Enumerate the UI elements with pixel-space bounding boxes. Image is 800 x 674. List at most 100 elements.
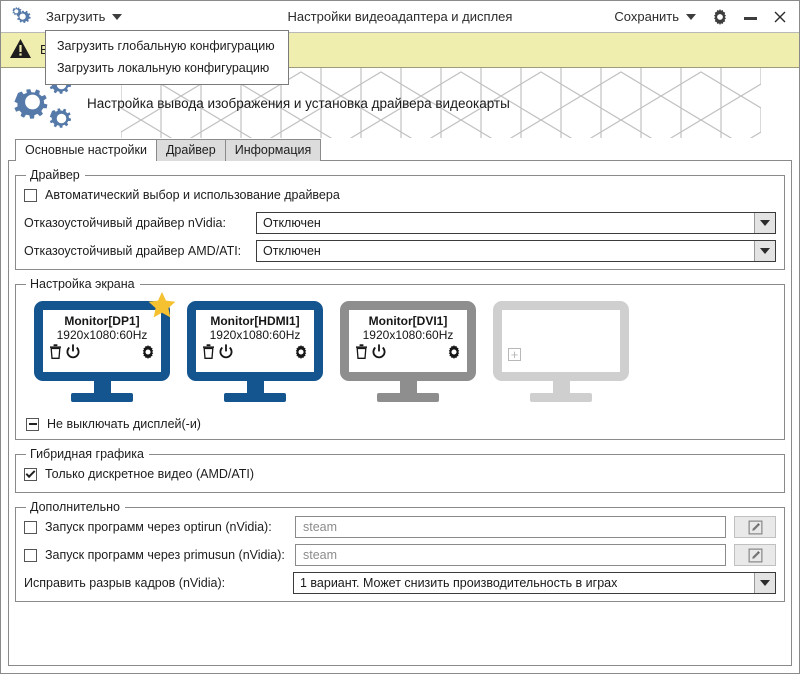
save-menu-button[interactable]: Сохранить — [605, 1, 705, 32]
primary-star-icon — [148, 292, 176, 322]
primusun-edit-button[interactable] — [734, 544, 776, 566]
hero-title: Настройка вывода изображения и установка… — [87, 95, 510, 111]
gear-icon[interactable] — [141, 344, 155, 362]
tab-information-label: Информация — [234, 143, 312, 157]
optirun-input-placeholder: steam — [303, 520, 338, 534]
gear-icon[interactable] — [294, 344, 308, 362]
group-driver: Драйвер Автоматический выбор и использов… — [15, 168, 785, 270]
tab-main-settings[interactable]: Основные настройки — [15, 139, 157, 161]
monitor-actions — [49, 344, 155, 362]
tab-content-main-settings: Драйвер Автоматический выбор и использов… — [8, 160, 792, 666]
chevron-down-icon — [686, 13, 696, 20]
nvidia-fallback-select[interactable]: Отключен — [256, 212, 776, 234]
load-menu-button[interactable]: Загрузить — [37, 1, 131, 32]
minimize-icon — [743, 16, 757, 20]
group-hybrid-graphics: Гибридная графика Только дискретное виде… — [15, 447, 785, 493]
tab-driver-label: Драйвер — [165, 143, 216, 157]
title-bar-right: Сохранить — [605, 1, 799, 32]
primusun-input[interactable]: steam — [295, 544, 726, 566]
tearing-fix-row: Исправить разрыв кадров (nVidia): 1 вари… — [24, 572, 776, 594]
gear-icon — [714, 8, 726, 25]
monitor-resolution: 1920x1080:60Hz — [209, 328, 301, 342]
monitor-screen: Monitor[DVI1] 1920x1080:60Hz — [340, 301, 476, 381]
nvidia-fallback-row: Отказоустойчивый драйвер nVidia: Отключе… — [24, 212, 776, 234]
tearing-fix-label: Исправить разрыв кадров (nVidia): — [24, 576, 226, 590]
chevron-down-icon[interactable] — [754, 573, 775, 593]
monitor-name: Monitor[DP1] — [64, 314, 140, 328]
trash-icon[interactable] — [49, 344, 62, 362]
monitor-stand — [93, 381, 111, 393]
monitor-card-add[interactable] — [493, 301, 629, 402]
optirun-checkbox[interactable] — [24, 520, 37, 534]
monitor-foot — [530, 393, 592, 402]
amd-fallback-label: Отказоустойчивый драйвер AMD/ATI: — [24, 244, 242, 258]
tab-information[interactable]: Информация — [224, 139, 322, 161]
primusun-input-placeholder: steam — [303, 548, 338, 562]
chevron-down-icon[interactable] — [754, 241, 775, 261]
monitor-resolution: 1920x1080:60Hz — [56, 328, 148, 342]
menu-item-load-local[interactable]: Загрузить локальную конфигурацию — [57, 61, 270, 75]
chevron-down-icon[interactable] — [754, 213, 775, 233]
close-button[interactable] — [765, 1, 795, 32]
monitor-foot — [224, 393, 286, 402]
monitor-name: Monitor[DVI1] — [368, 314, 448, 328]
group-driver-legend: Драйвер — [30, 168, 80, 182]
tab-bar: Основные настройки Драйвер Информация — [1, 138, 799, 161]
keep-display-on-checkbox[interactable] — [26, 417, 39, 431]
discrete-only-checkbox[interactable] — [24, 467, 37, 481]
amd-fallback-select[interactable]: Отключен — [256, 240, 776, 262]
auto-driver-row: Автоматический выбор и использование дра… — [24, 184, 776, 206]
tab-main-settings-label: Основные настройки — [25, 143, 147, 157]
tab-driver[interactable]: Драйвер — [155, 139, 226, 161]
power-icon[interactable] — [372, 344, 386, 362]
monitor-screen-empty — [493, 301, 629, 381]
menu-item-load-global[interactable]: Загрузить глобальную конфигурацию — [57, 39, 275, 53]
group-advanced: Дополнительно Запуск программ через opti… — [15, 500, 785, 602]
warning-banner-text: В — [40, 43, 48, 57]
optirun-label: Запуск программ через optirun (nVidia): — [45, 520, 272, 534]
discrete-only-label: Только дискретное видео (AMD/ATI) — [45, 467, 255, 481]
primusun-label: Запуск программ через primusun (nVidia): — [45, 548, 285, 562]
chevron-down-icon — [112, 13, 123, 20]
settings-button[interactable] — [705, 1, 735, 32]
monitor-actions — [355, 344, 461, 362]
group-advanced-legend: Дополнительно — [30, 500, 120, 514]
optirun-edit-button[interactable] — [734, 516, 776, 538]
close-icon — [774, 11, 786, 22]
monitor-screen: Monitor[DP1] 1920x1080:60Hz — [34, 301, 170, 381]
app-gears-icon — [7, 1, 37, 32]
monitor-foot — [71, 393, 133, 402]
monitor-stand — [246, 381, 264, 393]
minimize-button[interactable] — [735, 1, 765, 32]
power-icon[interactable] — [219, 344, 233, 362]
monitor-name: Monitor[HDMI1] — [210, 314, 300, 328]
monitor-foot — [377, 393, 439, 402]
monitor-resolution: 1920x1080:60Hz — [362, 328, 454, 342]
trash-icon[interactable] — [355, 344, 368, 362]
load-dropdown-menu[interactable]: Загрузить глобальную конфигурацию Загруз… — [45, 30, 289, 85]
pencil-icon — [748, 548, 762, 562]
plus-icon[interactable] — [508, 348, 521, 361]
optirun-row: Запуск программ через optirun (nVidia): … — [24, 516, 776, 538]
monitor-card[interactable]: Monitor[DP1] 1920x1080:60Hz — [34, 292, 176, 402]
amd-fallback-value: Отключен — [263, 244, 321, 258]
gear-icon[interactable] — [447, 344, 461, 362]
warning-triangle-icon — [10, 39, 31, 61]
keep-display-on-row: Не выключать дисплей(-и) — [26, 413, 776, 435]
monitor-card[interactable]: Monitor[HDMI1] 1920x1080:60Hz — [187, 301, 323, 402]
auto-driver-checkbox[interactable] — [24, 188, 37, 202]
tearing-fix-select[interactable]: 1 вариант. Может снизить производительно… — [293, 572, 776, 594]
monitor-card[interactable]: Monitor[DVI1] 1920x1080:60Hz — [340, 301, 476, 402]
save-menu-label: Сохранить — [614, 9, 679, 24]
monitor-stand — [552, 381, 570, 393]
monitor-screen: Monitor[HDMI1] 1920x1080:60Hz — [187, 301, 323, 381]
power-icon[interactable] — [66, 344, 80, 362]
optirun-input[interactable]: steam — [295, 516, 726, 538]
group-hybrid-graphics-legend: Гибридная графика — [30, 447, 144, 461]
tearing-fix-value: 1 вариант. Может снизить производительно… — [300, 576, 618, 590]
auto-driver-label: Автоматический выбор и использование дра… — [45, 188, 340, 202]
trash-icon[interactable] — [202, 344, 215, 362]
primusun-checkbox[interactable] — [24, 548, 37, 562]
discrete-only-row: Только дискретное видео (AMD/ATI) — [24, 463, 776, 485]
